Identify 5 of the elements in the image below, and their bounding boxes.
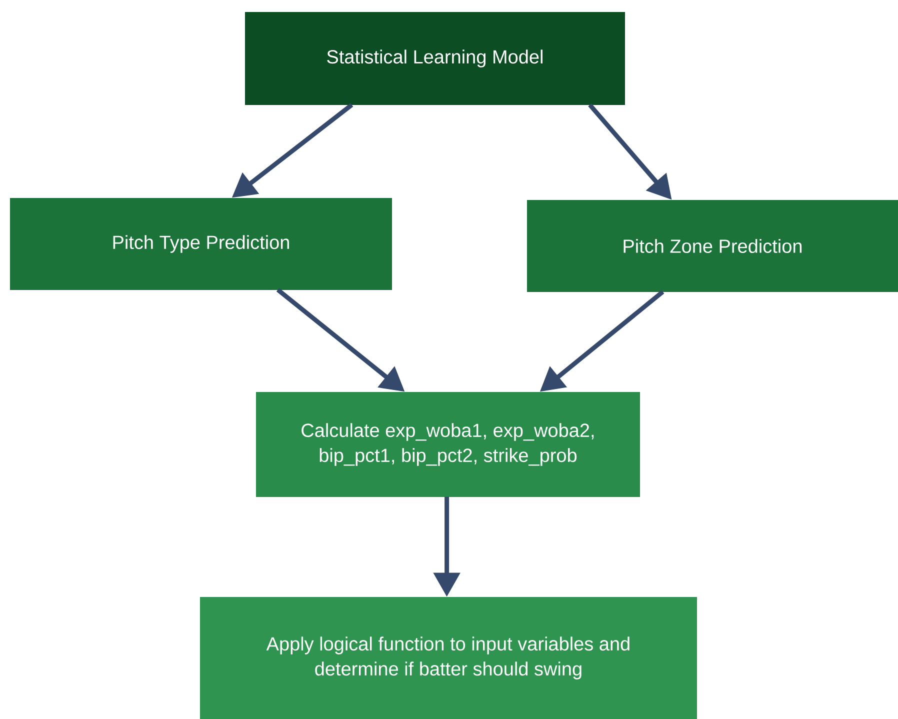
process-box: Calculate exp_woba1, exp_woba2, bip_pct1, bip_pct2, strike_prob [256,392,640,497]
process-box: Pitch Zone Prediction [527,200,898,292]
process-box: Statistical Learning Model [245,12,625,105]
process-box: Apply logical function to input variables and determine if batter should swing [200,597,697,719]
process-box: Pitch Type Prediction [10,198,392,290]
